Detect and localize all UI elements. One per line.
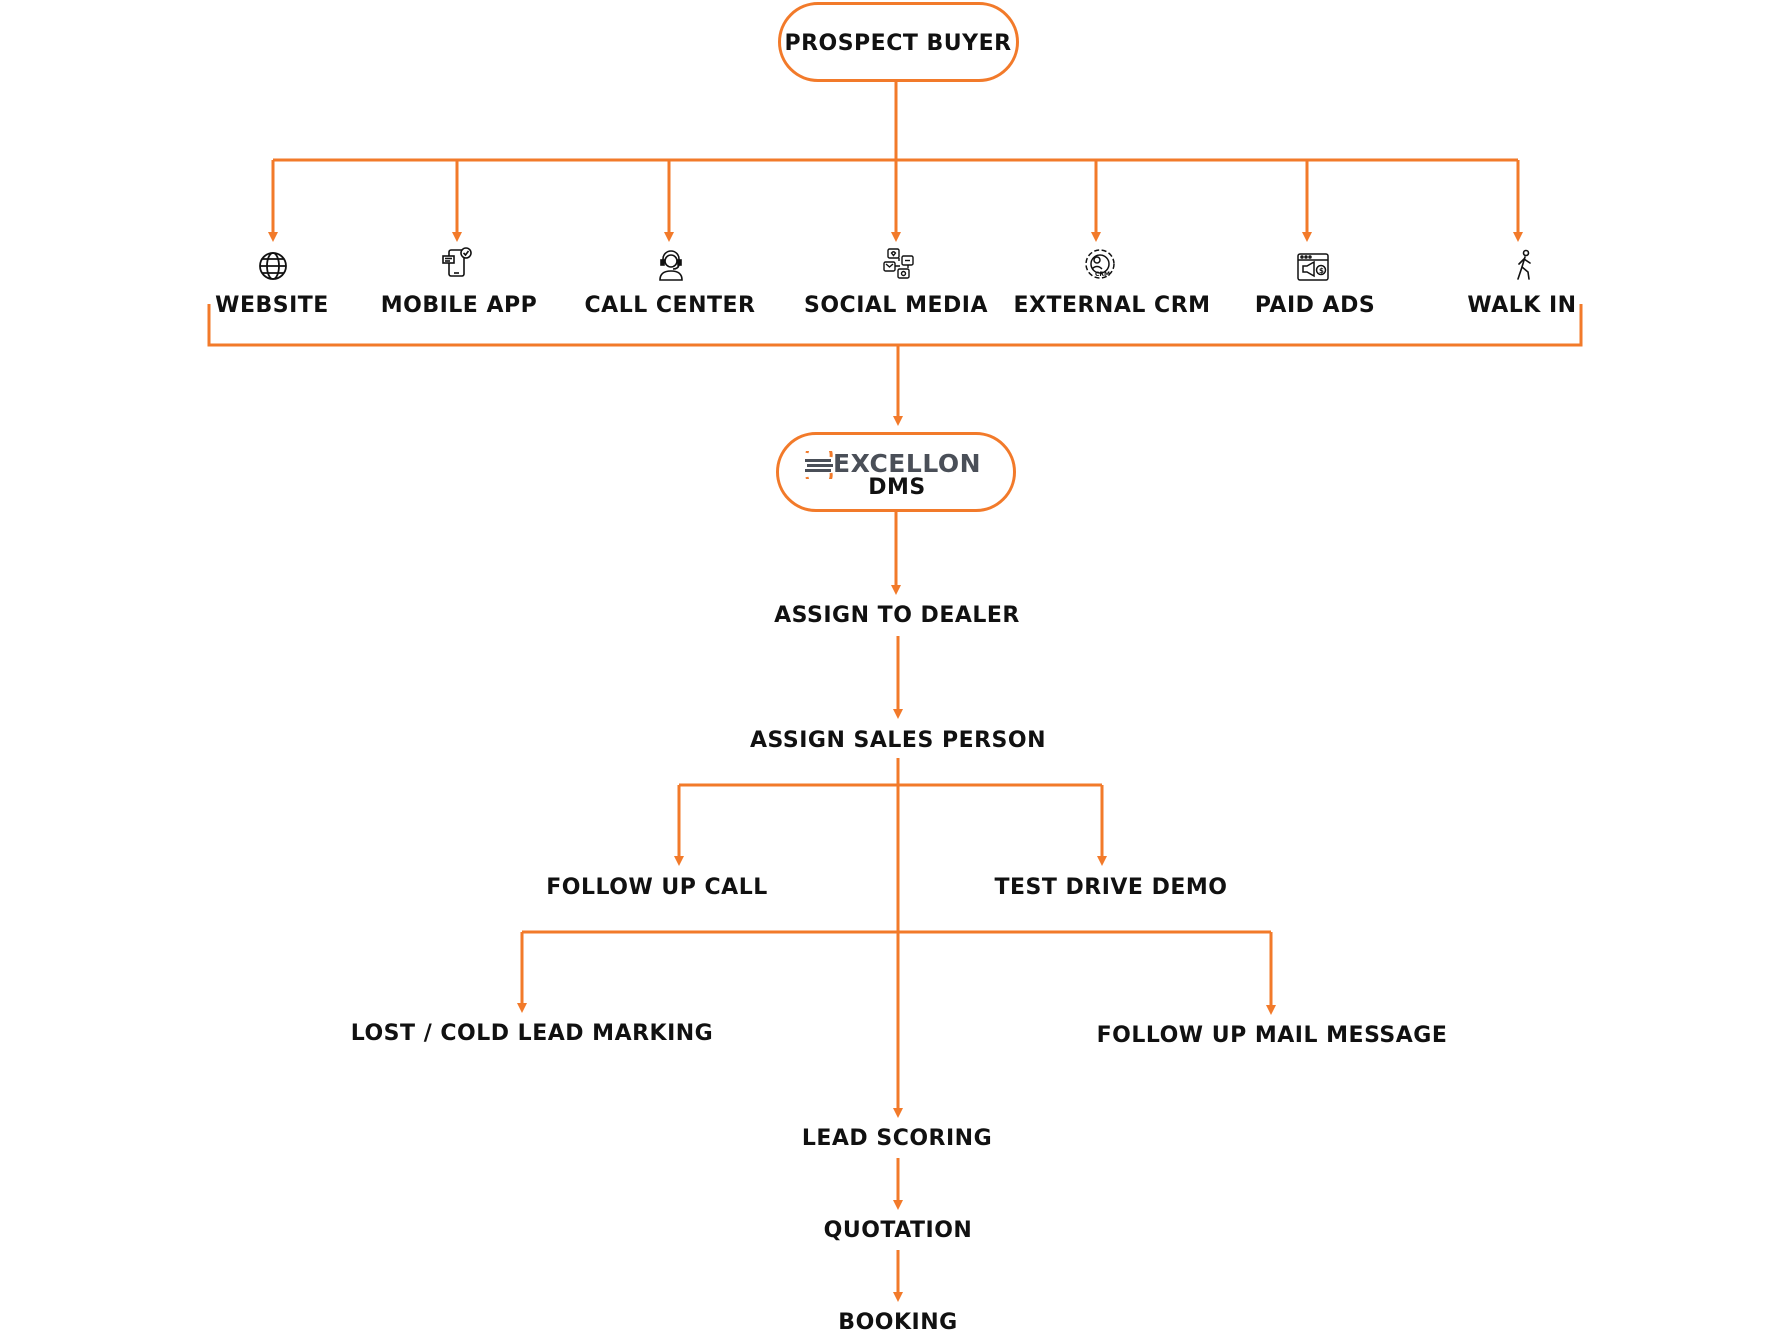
step-follow-up-call: FOLLOW UP CALL <box>546 875 768 900</box>
channel-label-website: WEBSITE <box>215 293 329 318</box>
svg-text:CRM: CRM <box>1095 271 1110 278</box>
prospect-buyer-label: PROSPECT BUYER <box>784 31 1012 56</box>
step-booking: BOOKING <box>838 1310 958 1335</box>
step-assign-to-dealer: ASSIGN TO DEALER <box>774 603 1020 628</box>
svg-text:$: $ <box>1319 267 1324 275</box>
ad-megaphone-icon: $ <box>1297 253 1329 281</box>
step-lost-cold-lead-marking: LOST / COLD LEAD MARKING <box>350 1021 714 1046</box>
channel-label-call-center: CALL CENTER <box>584 293 756 318</box>
channel-label-walk-in: WALK IN <box>1467 293 1577 318</box>
channel-label-mobile-app: MOBILE APP <box>380 293 538 318</box>
dms-label: DMS <box>868 475 926 500</box>
channel-label-external-crm: EXTERNAL CRM <box>1013 293 1211 318</box>
channel-label-social-media: SOCIAL MEDIA <box>804 293 988 318</box>
step-quotation: QUOTATION <box>823 1218 973 1243</box>
channel-bracket-connector <box>207 304 1583 347</box>
channel-label-paid-ads: PAID ADS <box>1254 293 1376 318</box>
social-media-icon <box>883 248 914 279</box>
step-follow-up-mail-message: FOLLOW UP MAIL MESSAGE <box>1096 1023 1448 1048</box>
globe-icon <box>259 252 287 280</box>
step-assign-sales-person: ASSIGN SALES PERSON <box>749 728 1047 753</box>
mobile-app-icon <box>442 247 472 277</box>
headset-agent-icon <box>659 250 683 281</box>
excellon-logo-mark <box>805 451 833 479</box>
excellon-logo-text: EXCELLON <box>833 449 982 478</box>
prospect-buyer-node <box>778 2 1019 82</box>
step-test-drive-demo: TEST DRIVE DEMO <box>994 875 1228 900</box>
crm-gear-icon: CRM <box>1085 249 1115 279</box>
step-lead-scoring: LEAD SCORING <box>801 1126 993 1151</box>
walking-person-icon <box>1517 249 1531 280</box>
